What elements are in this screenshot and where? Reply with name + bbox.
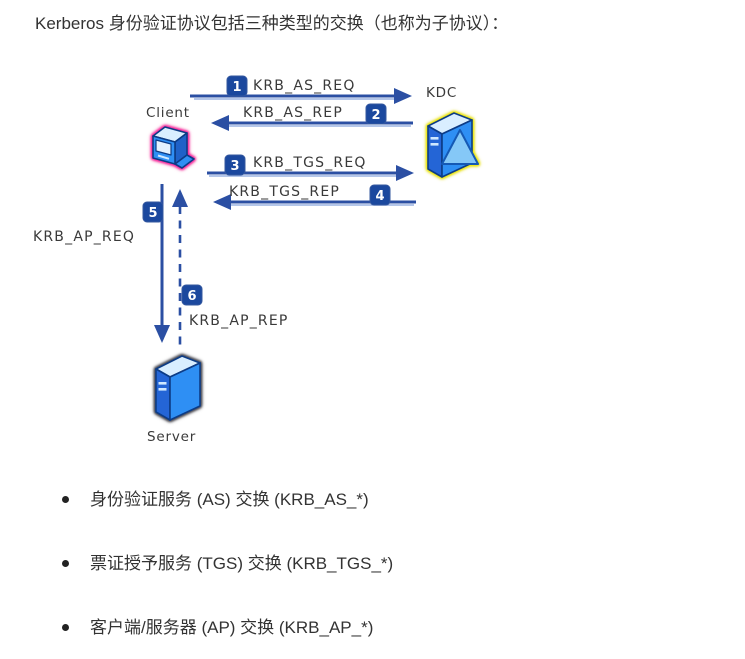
kdc-triangle-icon [441, 129, 479, 165]
krb-ap-rep-label: KRB_AP_REP [189, 313, 289, 329]
step-1-badge: 1 [226, 75, 248, 97]
arrow-left-icon [213, 194, 231, 210]
step-4-badge: 4 [369, 184, 391, 206]
krb-ap-rep-arrow [172, 189, 188, 346]
arrow-down-icon [154, 325, 170, 343]
step-2-badge: 2 [365, 103, 387, 125]
svg-text:3: 3 [230, 159, 239, 174]
arrow-left-icon [211, 115, 229, 131]
krb-tgs-rep-label: KRB_TGS_REP [229, 184, 340, 200]
list-item-text: 身份验证服务 (AS) 交换 (KRB_AS_*) [90, 490, 369, 509]
svg-text:6: 6 [187, 289, 196, 304]
svg-text:4: 4 [375, 189, 384, 204]
arrow-up-icon [172, 189, 188, 207]
krb-as-req-arrow [190, 88, 412, 104]
server-label: Server [147, 429, 196, 445]
bullet-icon [62, 560, 69, 567]
list-item-text: 客户端/服务器 (AP) 交换 (KRB_AP_*) [90, 618, 374, 637]
kerberos-exchange-diagram: KRB_AS_REQ 1 KRB_AS_REP 2 KRB_TGS_REQ 3 [33, 75, 479, 445]
bullet-icon [62, 624, 69, 631]
step-3-badge: 3 [224, 154, 246, 176]
list-item-text: 票证授予服务 (TGS) 交换 (KRB_TGS_*) [90, 554, 394, 573]
kdc-server-icon [427, 112, 479, 178]
step-5-badge: 5 [142, 201, 164, 223]
intro-text: Kerberos 身份验证协议包括三种类型的交换（也称为子协议）： [35, 14, 509, 33]
arrow-right-icon [396, 165, 414, 181]
list-item: 客户端/服务器 (AP) 交换 (KRB_AP_*) [62, 615, 393, 641]
list-item: 票证授予服务 (TGS) 交换 (KRB_TGS_*) [62, 551, 393, 577]
krb-ap-req-label: KRB_AP_REQ [33, 229, 135, 245]
step-6-badge: 6 [181, 284, 203, 306]
svg-text:5: 5 [148, 206, 157, 221]
bullet-icon [62, 496, 69, 503]
kdc-label: KDC [426, 85, 457, 101]
svg-text:1: 1 [232, 80, 241, 95]
client-computer-icon [152, 126, 195, 169]
exchange-type-list: 身份验证服务 (AS) 交换 (KRB_AS_*) 票证授予服务 (TGS) 交… [62, 487, 393, 659]
krb-as-rep-label: KRB_AS_REP [243, 105, 343, 121]
arrow-right-icon [394, 88, 412, 104]
list-item: 身份验证服务 (AS) 交换 (KRB_AS_*) [62, 487, 393, 513]
krb-as-req-label: KRB_AS_REQ [253, 78, 356, 94]
krb-tgs-req-label: KRB_TGS_REQ [253, 155, 367, 171]
svg-text:2: 2 [371, 108, 380, 123]
client-label: Client [146, 105, 190, 121]
server-icon [155, 355, 201, 421]
